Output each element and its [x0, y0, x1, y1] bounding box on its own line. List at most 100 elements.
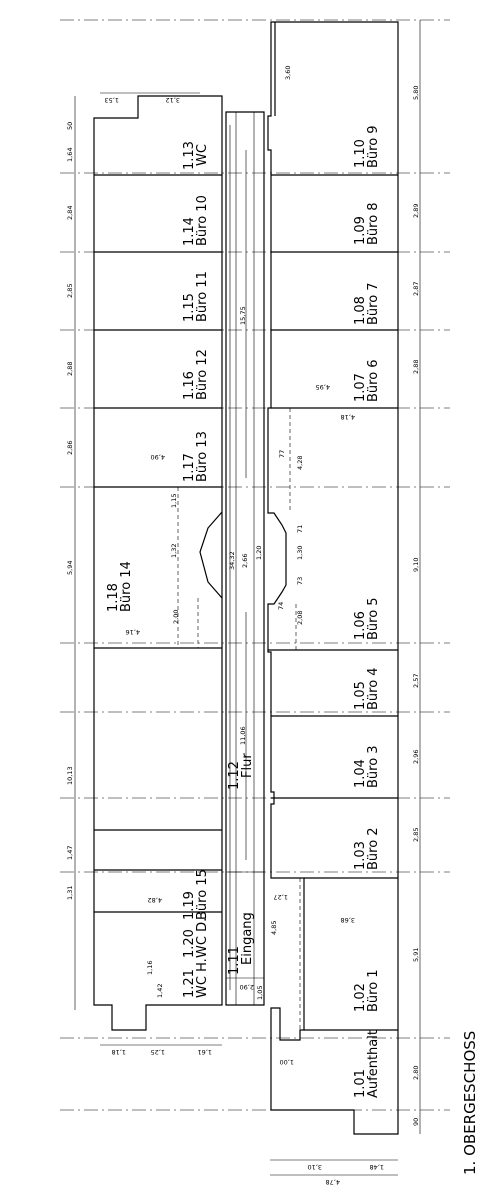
dimension-label: 1,48: [370, 1163, 384, 1171]
room-label: 1.04: [353, 759, 368, 788]
room-label: Büro 2: [366, 827, 381, 870]
dimension-label: 5,91: [412, 948, 420, 962]
right-wing: [267, 21, 399, 1135]
dimension-label: 2,86: [66, 441, 74, 455]
dimension-label: 3,12: [166, 96, 180, 104]
dimension-label: 90: [412, 1118, 420, 1126]
dimension-label: 2,66: [241, 554, 249, 568]
left-wing: [93, 95, 223, 1031]
dimension-label: 5,80: [412, 86, 420, 100]
dimension-label: 15,75: [239, 306, 247, 325]
room-label: Büro 3: [366, 745, 381, 788]
room-label: 1.01: [353, 1069, 368, 1098]
dimension-label: 4,16: [126, 628, 140, 636]
dimension-label: 11,06: [239, 726, 247, 745]
dimension-label: 5,94: [66, 561, 74, 575]
room-label: Büro 4: [366, 667, 381, 710]
room-label: 1.18: [106, 583, 121, 612]
room-label: Büro 6: [366, 359, 381, 402]
room-label: 1.08: [353, 296, 368, 325]
dimension-label: 34,32: [228, 551, 236, 570]
room-label: 1.07: [353, 373, 368, 402]
dimension-label: 77: [278, 450, 286, 458]
dimension-label: 1,53: [105, 96, 119, 104]
room-label: Büro 10: [195, 195, 210, 246]
dimension-label: 73: [296, 577, 304, 585]
dimension-label: 9,10: [412, 558, 420, 572]
dimension-label: 1,61: [198, 1048, 212, 1056]
dimension-label: 1,64: [66, 148, 74, 162]
room-label: Flur: [240, 753, 255, 778]
dimension-label: 2,88: [412, 360, 420, 374]
room-label: 1.02: [353, 983, 368, 1012]
dimension-label: 1,25: [151, 1048, 165, 1056]
dimension-label: 2,08: [296, 611, 304, 625]
dimension-label: 2,88: [66, 362, 74, 376]
room-label: Büro 14: [119, 561, 134, 612]
dimension-label: 3,60: [284, 66, 292, 80]
dimension-label: 1,30: [296, 546, 304, 560]
room-label: Büro 13: [195, 431, 210, 482]
room-label: 1.15: [182, 293, 197, 322]
room-labels: 1.01 Aufenthalt 1.02 Büro 1 1.03 Büro 2 …: [106, 125, 381, 1098]
dimension-label: 4,18: [341, 413, 355, 421]
room-label: 1.10: [353, 139, 368, 168]
dimension-label: 2,80: [412, 1066, 420, 1080]
room-label: Büro 15: [195, 869, 210, 920]
dimension-label: 4,95: [316, 383, 330, 391]
dimension-label: 4,78: [326, 1178, 340, 1186]
corridor: [225, 111, 265, 1006]
dimension-label: 4,28: [296, 456, 304, 470]
dimension-lines: [74, 20, 421, 1176]
room-label: Büro 5: [366, 597, 381, 640]
room-label: 1.14: [182, 217, 197, 246]
dimension-label: 2,85: [66, 284, 74, 298]
dimension-label: 1,31: [66, 886, 74, 900]
left-dimensions: 50 1,64 2,84 2,85 2,88 2,86 5,94 10,13 1…: [66, 122, 74, 900]
dimension-label: 2,96: [412, 750, 420, 764]
dimension-label: 74: [277, 602, 285, 610]
room-label: 1.17: [182, 453, 197, 482]
room-label: 1.05: [353, 681, 368, 710]
misc-dimensions: 3,60 1,53 3,12 15,75 34,32 11,06 4,95 4,…: [105, 66, 384, 1186]
room-label: 1.16: [182, 371, 197, 400]
dimension-label: 2,87: [412, 282, 420, 296]
room-label: Büro 12: [195, 349, 210, 400]
dimension-label: 2,89: [412, 204, 420, 218]
room-label: WC H.: [195, 958, 210, 998]
dimension-label: 1,00: [280, 1058, 294, 1066]
room-label: Büro 7: [366, 282, 381, 325]
room-label: 1.09: [353, 216, 368, 245]
room-label: Aufenthalt: [366, 1030, 381, 1098]
room-label: Büro 9: [366, 125, 381, 168]
room-label: 1.13: [182, 141, 197, 170]
dimension-label: 3,68: [341, 916, 355, 924]
room-label: Büro 8: [366, 202, 381, 245]
dimension-label: 1,27: [274, 893, 288, 901]
dimension-label: 1,47: [66, 846, 74, 860]
dimension-label: 10,13: [66, 766, 74, 785]
dimension-label: 1,32: [170, 544, 178, 558]
dimension-label: 4,82: [148, 896, 162, 904]
dimension-label: 4,85: [270, 921, 278, 935]
dimension-label: 1,15: [170, 494, 178, 508]
room-label: 1.21: [182, 969, 197, 998]
dimension-label: 1,42: [156, 984, 164, 998]
room-label: 1.19: [182, 891, 197, 920]
dimension-label: 2,90: [240, 983, 254, 991]
dimension-label: 1,18: [112, 1048, 126, 1056]
dimension-label: 71: [296, 525, 304, 533]
dimension-label: 1,20: [255, 546, 263, 560]
room-label: Büro 11: [195, 271, 210, 322]
right-dimensions: 5,80 2,89 2,87 2,88 9,10 2,57 2,96 2,85 …: [412, 86, 420, 1126]
room-label: WC D.: [195, 918, 210, 958]
room-label: Büro 1: [366, 969, 381, 1012]
room-label: Eingang: [240, 912, 255, 965]
dimension-label: 2,00: [172, 610, 180, 624]
dimension-label: 4,90: [151, 453, 165, 461]
dimension-label: 50: [66, 122, 74, 130]
plan-title: 1. OBERGESCHOSS: [461, 1031, 479, 1175]
dimension-label: 2,57: [412, 674, 420, 688]
room-label: WC: [195, 144, 210, 166]
